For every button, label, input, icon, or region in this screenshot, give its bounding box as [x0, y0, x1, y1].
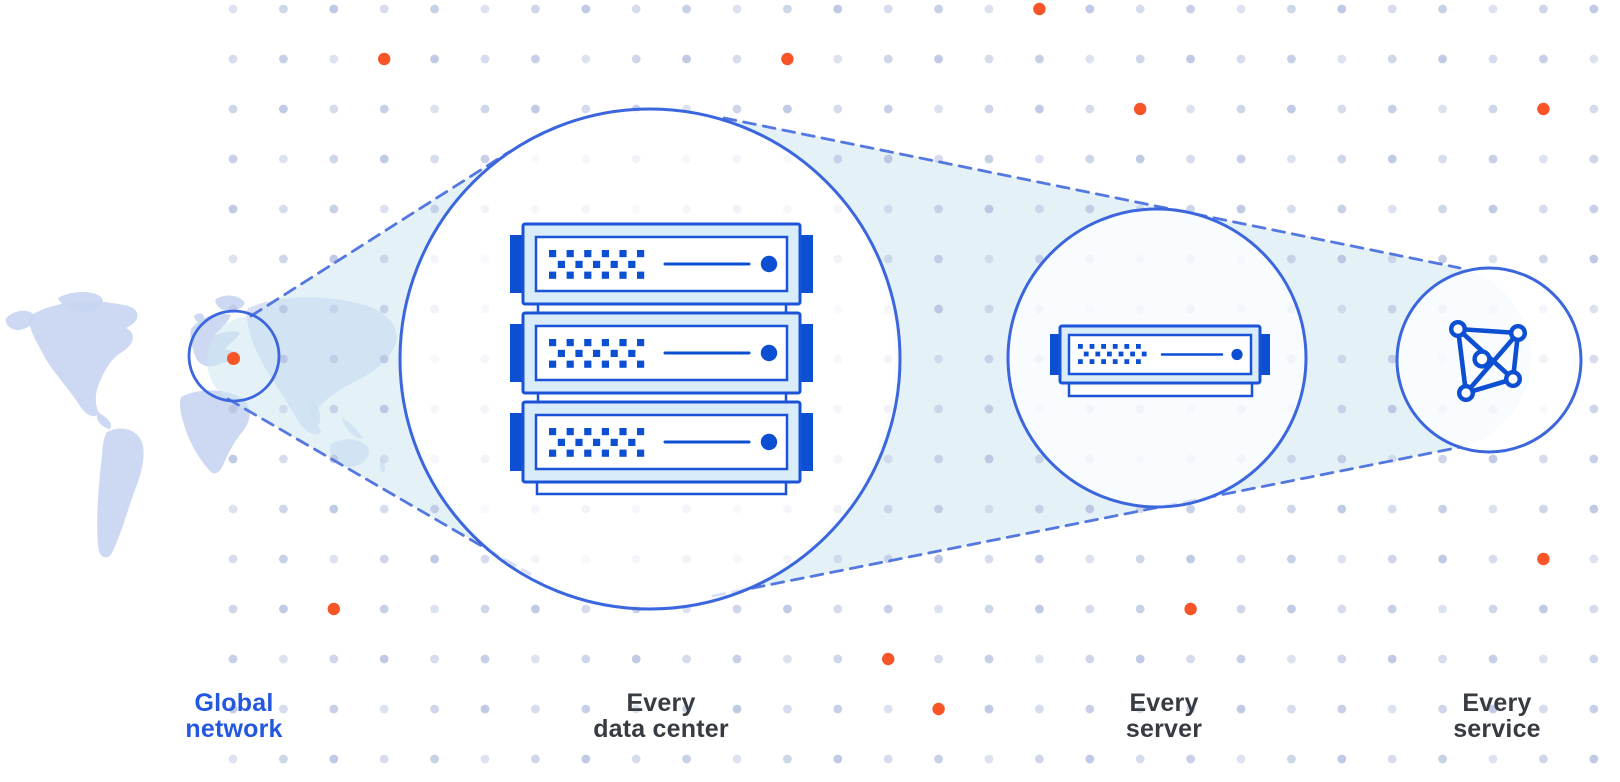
- zoom-cone-dashed-lines: [226, 116, 1463, 598]
- map-north-america: [29, 301, 138, 417]
- map-south-america: [97, 428, 144, 558]
- label-line: server: [1125, 715, 1203, 743]
- datacenter-circle-group: [398, 107, 902, 611]
- map-marker-orange-dot: [227, 352, 240, 365]
- label-line: data center: [593, 715, 729, 743]
- label-line: service: [1453, 715, 1541, 743]
- map-highlight-circle: [187, 309, 281, 403]
- dashed-line-upper-right: [722, 116, 1462, 270]
- label-line: network: [185, 715, 283, 743]
- label-global-network: Global network: [185, 690, 282, 742]
- dashed-line-upper-left: [249, 150, 511, 318]
- label-every-service: Every service: [1453, 690, 1541, 742]
- label-line: Every: [1462, 689, 1532, 717]
- global-network-highlight: [187, 309, 281, 403]
- server-rack-stack-icon: [508, 222, 815, 496]
- map-alaska: [5, 310, 35, 331]
- server-circle-group: [1006, 207, 1308, 509]
- mesh-network-icon: [1448, 320, 1527, 403]
- label-line: Global: [194, 689, 274, 717]
- dashed-line-lower-left: [226, 397, 532, 576]
- service-circle-group: [1395, 266, 1583, 454]
- map-scandinavia: [215, 295, 245, 311]
- map-uk: [194, 313, 204, 323]
- dashed-line-lower-right: [711, 445, 1463, 598]
- cone-map-to-datacenter: [207, 152, 530, 574]
- label-every-data-center: Every data center: [593, 690, 729, 742]
- label-every-server: Every server: [1126, 690, 1202, 742]
- label-line: Every: [1129, 689, 1199, 717]
- single-server-icon: [1048, 324, 1272, 398]
- map-central-america: [96, 412, 112, 429]
- label-line: Every: [626, 689, 696, 717]
